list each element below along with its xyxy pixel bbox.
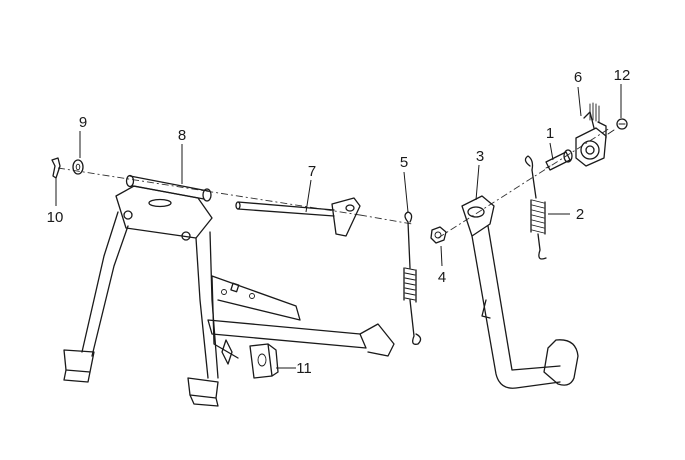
part-4-nut [430, 226, 447, 244]
callout-5: 5 [400, 154, 408, 171]
callout-9: 9 [79, 114, 87, 131]
callout-6: 6 [574, 69, 582, 86]
part-6-switch [575, 102, 607, 167]
part-3-side-stand [461, 195, 579, 389]
part-5-spring [403, 211, 422, 345]
part-11-rubber-block [249, 343, 279, 379]
part-8-main-stand [63, 174, 395, 407]
callout-labels: 1 2 3 4 5 6 7 8 9 10 11 12 [47, 67, 631, 377]
part-10-pin [51, 157, 61, 179]
part-1-bolt [545, 149, 573, 171]
callout-7: 7 [308, 163, 316, 180]
part-7-pivot-shaft [235, 197, 361, 237]
callout-8: 8 [178, 127, 186, 144]
callout-4: 4 [438, 269, 446, 286]
callout-1: 1 [546, 125, 554, 142]
leader-lines [55, 84, 622, 369]
callout-2: 2 [576, 206, 584, 223]
callout-10: 10 [47, 209, 64, 226]
part-9-washer [72, 159, 84, 175]
part-12-screw [607, 118, 628, 135]
callout-12: 12 [614, 67, 631, 84]
part-2-side-spring [524, 155, 547, 260]
callout-3: 3 [476, 148, 484, 165]
callout-11: 11 [296, 360, 312, 377]
